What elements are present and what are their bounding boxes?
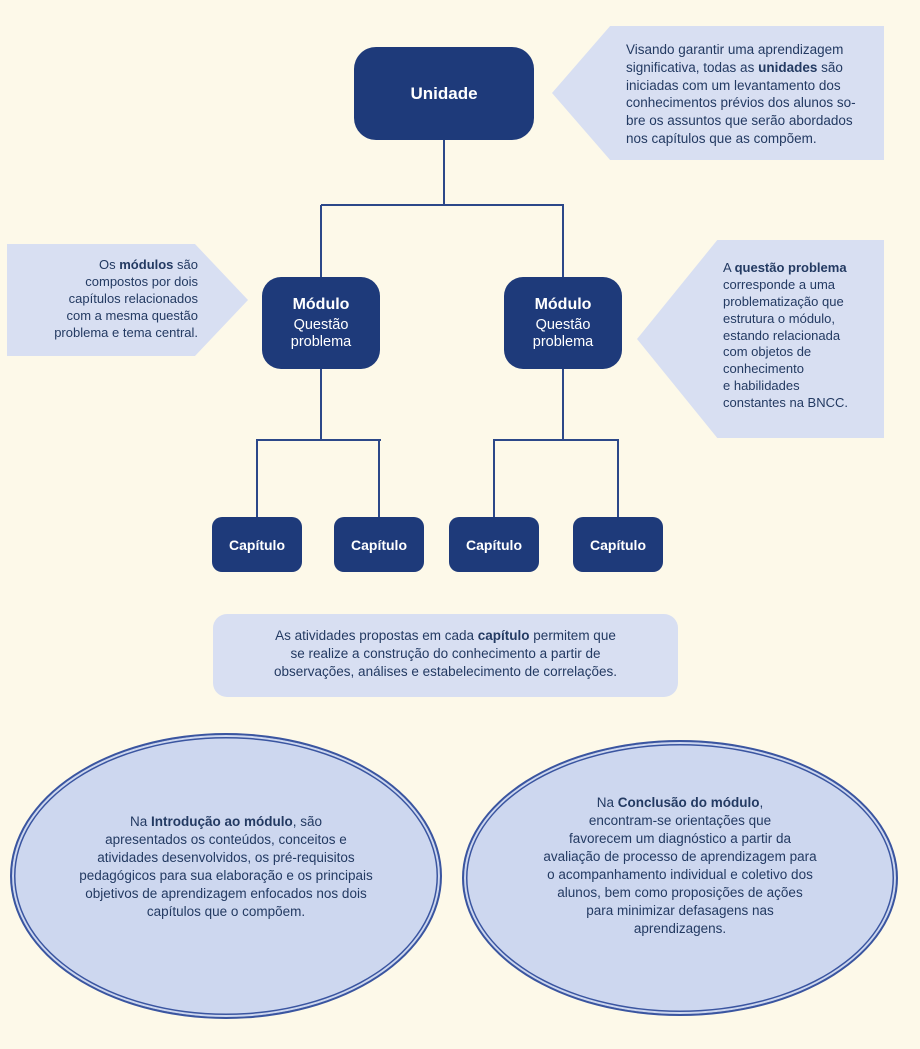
node-capitulo-label: Capítulo	[590, 536, 646, 553]
callout-question-note: A questão problema corresponde a uma pro…	[637, 240, 884, 438]
ellipse-introduction: Na Introdução ao módulo, são apresentado…	[10, 733, 442, 1019]
node-capitulo-label: Capítulo	[351, 536, 407, 553]
node-modulo-title: Módulo	[292, 295, 350, 313]
node-capitulo-2: Capítulo	[334, 517, 424, 572]
connector-line	[443, 140, 445, 206]
node-modulo-title: Módulo	[534, 295, 592, 313]
node-modulo-2: Módulo Questão problema	[504, 277, 622, 369]
connector-line	[256, 439, 381, 441]
node-unidade-label: Unidade	[410, 83, 478, 103]
connector-line	[493, 439, 619, 441]
connector-line	[256, 440, 258, 517]
node-modulo-1: Módulo Questão problema	[262, 277, 380, 369]
connector-line	[320, 368, 322, 440]
callout-chapters-note: As atividades propostas em cada capítulo…	[213, 614, 678, 697]
node-capitulo-label: Capítulo	[229, 536, 285, 553]
ellipse-conclusion-text: Na Conclusão do módulo, encontram-se ori…	[543, 794, 817, 937]
callout-modules-note: Os módulos são compostos por dois capítu…	[7, 244, 248, 356]
node-unidade: Unidade	[354, 47, 534, 140]
node-capitulo-label: Capítulo	[466, 536, 522, 553]
ellipse-conclusion: Na Conclusão do módulo, encontram-se ori…	[462, 740, 898, 1016]
node-capitulo-3: Capítulo	[449, 517, 539, 572]
node-modulo-subtitle: Questão problema	[532, 316, 594, 350]
connector-line	[562, 205, 564, 277]
callout-unit-note: Visando garantir uma aprendizagem signif…	[552, 26, 884, 160]
connector-line	[321, 204, 564, 206]
node-capitulo-1: Capítulo	[212, 517, 302, 572]
connector-line	[617, 440, 619, 517]
connector-line	[320, 205, 322, 277]
node-capitulo-4: Capítulo	[573, 517, 663, 572]
node-modulo-subtitle: Questão problema	[290, 316, 352, 350]
connector-line	[378, 440, 380, 517]
connector-line	[493, 440, 495, 517]
connector-line	[562, 368, 564, 440]
ellipse-introduction-text: Na Introdução ao módulo, são apresentado…	[79, 813, 373, 920]
